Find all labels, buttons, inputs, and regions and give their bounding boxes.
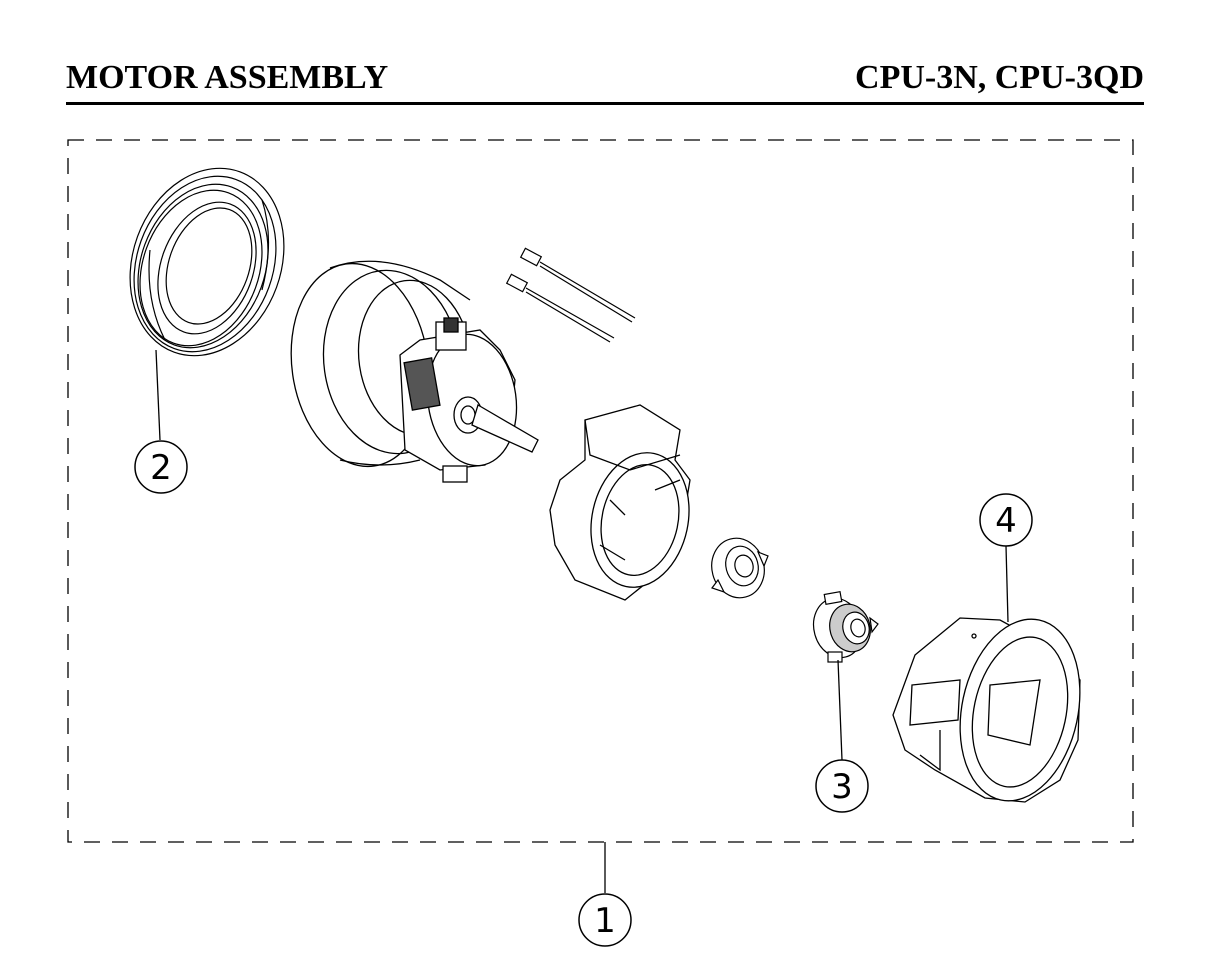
motor-body <box>399 317 539 483</box>
callout-1: 1 <box>578 893 632 947</box>
callout-2: 2 <box>134 440 188 494</box>
leader-line-2 <box>155 349 161 441</box>
leader-lines <box>155 349 1009 893</box>
motor-bracket <box>549 404 691 601</box>
page-title: MOTOR ASSEMBLY <box>66 59 389 96</box>
callout-3: 3 <box>815 759 869 813</box>
callout-3-label: 3 <box>831 767 853 807</box>
callout-4-label: 4 <box>995 501 1017 541</box>
callout-2-label: 2 <box>150 448 172 488</box>
header-rule <box>66 102 1144 105</box>
gasket-ring <box>129 167 285 357</box>
assembly-boundary <box>67 139 1134 843</box>
motor-collar <box>711 537 769 599</box>
callout-1-label: 1 <box>594 901 616 941</box>
callout-4: 4 <box>979 493 1033 547</box>
motor-shroud <box>892 617 1081 803</box>
model-number: CPU-3N, CPU-3QD <box>855 59 1144 96</box>
lead-wires <box>505 247 636 343</box>
leader-line-4 <box>1005 545 1009 623</box>
shaft-coupler <box>812 590 879 663</box>
leader-line-3 <box>837 659 843 761</box>
